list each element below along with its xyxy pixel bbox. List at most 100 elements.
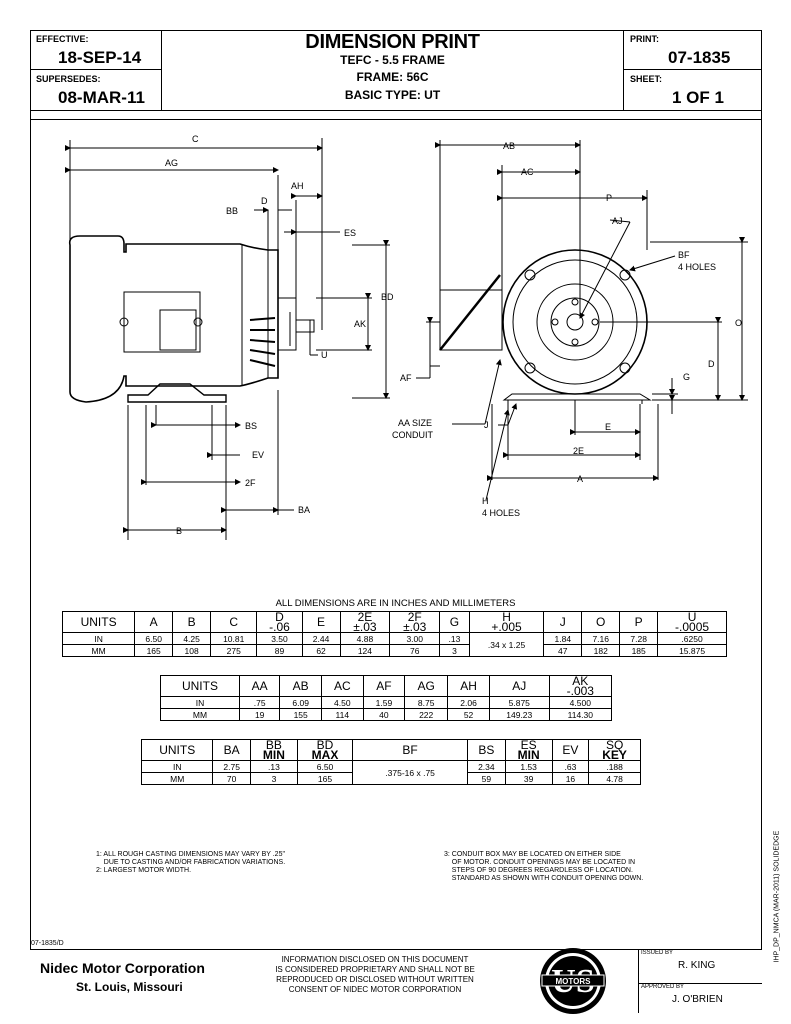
- disclaimer-line: IS CONSIDERED PROPRIETARY AND SHALL NOT …: [275, 965, 475, 974]
- table-cell: .188: [588, 760, 641, 773]
- dim-label-bd: BD: [381, 292, 394, 302]
- table-cell: 8.75: [404, 696, 449, 709]
- table-header: AA: [238, 675, 281, 697]
- table-header: AK-.003: [548, 675, 613, 697]
- table-cell: 39: [504, 772, 553, 785]
- table-cell: IN: [140, 760, 214, 773]
- table-cell: 70: [212, 772, 251, 785]
- table-cell: 5.875: [488, 696, 550, 709]
- disclaimer: INFORMATION DISCLOSED ON THIS DOCUMENT I…: [252, 955, 498, 995]
- table-header: C: [210, 611, 258, 633]
- table-cell: 275: [210, 644, 258, 657]
- sheet-label: SHEET:: [630, 74, 663, 84]
- table-row: IN .75 6.09 4.50 1.59 8.75 2.06 5.875 4.…: [160, 696, 613, 709]
- dim-label-bb: BB: [226, 206, 238, 216]
- table-cell: 52: [447, 708, 490, 721]
- table-cell: 3: [439, 644, 470, 657]
- header-divider: [30, 119, 762, 120]
- us-motors-logo: US MOTORS: [540, 948, 606, 1014]
- dim-label-bf: BF: [678, 250, 690, 260]
- page-title: DIMENSION PRINT: [305, 31, 480, 53]
- table-cell: .13: [249, 760, 298, 773]
- dim-label-af: AF: [400, 373, 412, 383]
- table-header: P: [619, 611, 659, 633]
- table-cell: 47: [543, 644, 583, 657]
- dim-label-ba: BA: [298, 505, 310, 515]
- disclaimer-line: INFORMATION DISCLOSED ON THIS DOCUMENT: [281, 955, 469, 964]
- table-cell: 4.25: [172, 632, 212, 645]
- disclaimer-line: REPRODUCED OR DISCLOSED WITHOUT WRITTEN: [276, 975, 474, 984]
- effective-label: EFFECTIVE:: [36, 34, 89, 44]
- table-cell: .13: [439, 632, 470, 645]
- table-cell: 89: [256, 644, 303, 657]
- dim-label-ev: EV: [252, 450, 264, 460]
- table-cell: 2.44: [301, 632, 341, 645]
- table-cell: 7.16: [581, 632, 621, 645]
- dim-label-es: ES: [344, 228, 356, 238]
- table-cell: 4.500: [548, 696, 613, 709]
- table-header: E: [301, 611, 341, 633]
- dim-label-g: G: [683, 372, 690, 382]
- table-header: AJ: [488, 675, 550, 697]
- dimension-table-2: UNITS AA AB AC AF AG AH AJ AK-.003 IN .7…: [160, 675, 613, 721]
- table-cell: 6.09: [279, 696, 322, 709]
- frame-type: TEFC - 5.5 FRAME: [340, 53, 445, 67]
- table-cell: 40: [362, 708, 406, 721]
- basic-type: BASIC TYPE: UT: [344, 88, 441, 102]
- table-cell: .34 x 1.25: [468, 632, 545, 657]
- table-cell: 4.78: [588, 772, 641, 785]
- table-cell: 19: [238, 708, 281, 721]
- table-row: IN 2.75 .13 6.50 .375-16 x .75 2.34 1.53…: [140, 760, 641, 785]
- table-header: 2E±.03: [339, 611, 391, 633]
- dim-label-ab: AB: [503, 141, 515, 151]
- table-cell: 7.28: [619, 632, 659, 645]
- table-header: AB: [279, 675, 322, 697]
- dim-label-d: D: [261, 196, 268, 206]
- print-value: 07-1835: [668, 48, 731, 67]
- table-header: BA: [212, 739, 251, 761]
- table-header: AH: [447, 675, 490, 697]
- dim-label-ac: AC: [521, 167, 534, 177]
- footer-divider: [30, 949, 762, 950]
- table-row: IN 6.50 4.25 10.81 3.50 2.44 4.88 3.00 .…: [61, 632, 727, 657]
- dim-label-o: O: [735, 318, 742, 328]
- dim-label-ak: AK: [354, 319, 366, 329]
- dim-label-aa-1: AA SIZE: [398, 418, 432, 428]
- dim-label-p: P: [606, 193, 612, 203]
- table-cell: .75: [238, 696, 281, 709]
- approved-label: APPROVED BY: [641, 984, 685, 990]
- dim-label-a: A: [577, 474, 583, 484]
- table-cell: 10.81: [210, 632, 258, 645]
- table-header: UNITS: [160, 675, 240, 697]
- table-cell: 165: [296, 772, 354, 785]
- table-header: A: [134, 611, 174, 633]
- table-cell: 182: [581, 644, 621, 657]
- table-cell: .6250: [657, 632, 727, 645]
- table-cell: 124: [339, 644, 391, 657]
- table-header: G: [439, 611, 470, 633]
- sheet-cell: [623, 69, 762, 111]
- table-header: AG: [404, 675, 449, 697]
- side-reference-text: IHP_DP_NMCA (MAR-2011) SOLIDEDGE: [773, 830, 781, 963]
- table-header: H+.005: [468, 611, 545, 633]
- table-cell: 15.875: [657, 644, 727, 657]
- table-cell: 2.34: [467, 760, 506, 773]
- table-cell: MM: [160, 708, 240, 721]
- company-location: St. Louis, Missouri: [76, 980, 183, 994]
- table-cell: 1.53: [504, 760, 553, 773]
- table-cell: 4.88: [339, 632, 391, 645]
- dim-label-2f: 2F: [245, 478, 256, 488]
- supersedes-label: SUPERSEDES:: [36, 74, 101, 84]
- dims-caption: ALL DIMENSIONS ARE IN INCHES AND MILLIME…: [275, 598, 516, 609]
- table-cell: 6.50: [296, 760, 354, 773]
- table-row: MM 19 155 114 40 222 52 149.23 114.30: [160, 708, 613, 721]
- dim-label-c: C: [192, 134, 199, 144]
- table-header: O: [581, 611, 621, 633]
- table-cell: 155: [279, 708, 322, 721]
- dim-label-b: B: [176, 526, 182, 536]
- table-cell: 114: [320, 708, 364, 721]
- notes-left: 1: ALL ROUGH CASTING DIMENSIONS MAY VARY…: [96, 851, 286, 874]
